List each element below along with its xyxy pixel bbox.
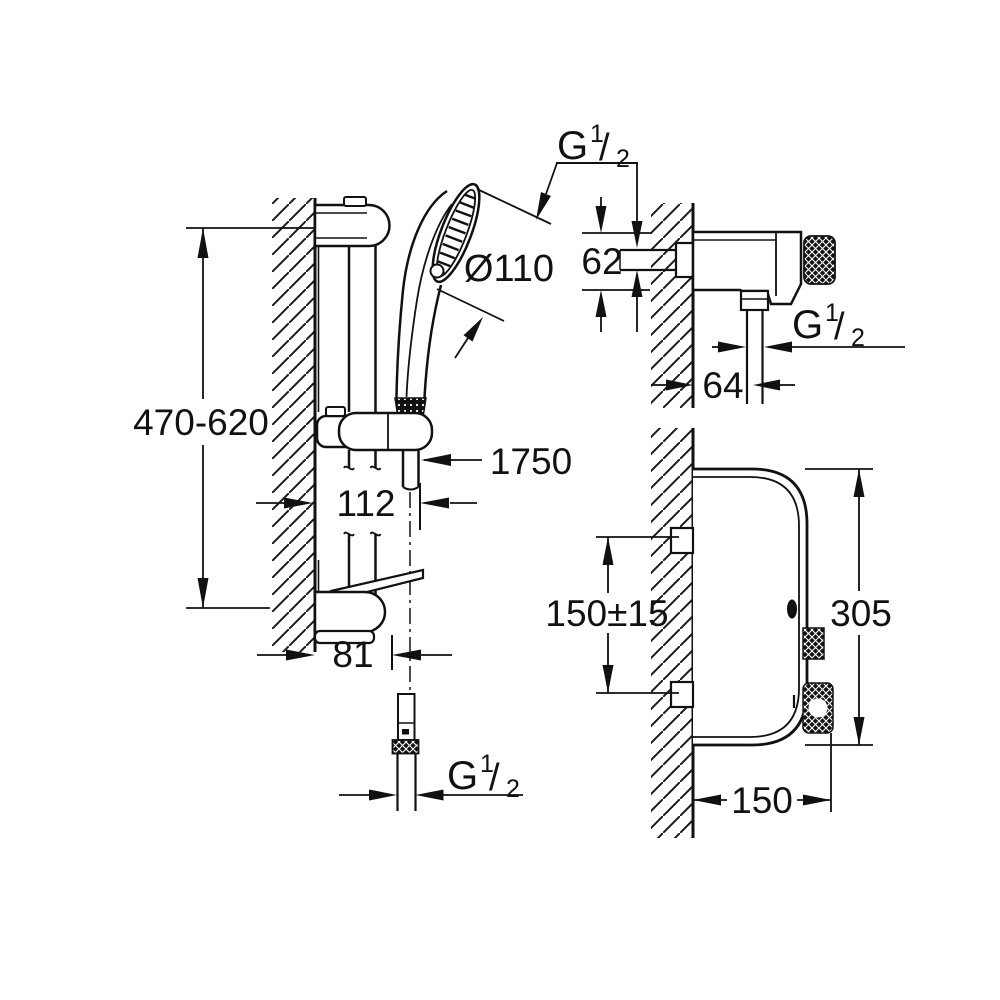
- dim-hose-wall-offset: 64: [651, 365, 795, 406]
- dim-inlet-spacing: 150±15: [545, 536, 679, 694]
- thermostat-side-view: [651, 428, 834, 838]
- dim-rail-height-label: 470-620: [133, 402, 269, 443]
- hand-shower: [394, 182, 481, 415]
- dim-inlet-thread-arrows: [631, 163, 643, 332]
- hose-end-connector: [391, 693, 420, 811]
- shower-holder: [315, 406, 434, 452]
- dim-foot-offset: 81: [257, 634, 452, 675]
- control-button: [787, 599, 797, 619]
- thread-denominator: 2: [616, 145, 630, 173]
- wall-hatching: [651, 203, 693, 408]
- wall-mount: [669, 680, 695, 709]
- shower-hose-stub: [401, 450, 420, 491]
- shower-rail-view: [272, 182, 481, 811]
- dim-head-diameter-label: Ø110: [464, 248, 554, 290]
- dim-valve-height-label: 62: [581, 241, 622, 282]
- wall-mount: [669, 526, 695, 555]
- temperature-knob: [803, 235, 836, 285]
- dim-foot-offset-label: 81: [332, 634, 373, 675]
- hand-shower-handle: [395, 189, 448, 399]
- valve-view-dimensions: 62 G 1 / 2 64: [581, 163, 905, 406]
- knurled-nut: [391, 739, 420, 755]
- thread-denominator: 2: [506, 775, 520, 803]
- thread-slash: /: [489, 757, 500, 799]
- dim-body-height-label: 305: [830, 593, 892, 634]
- dim-body-depth: 150: [693, 733, 832, 821]
- dim-body-height: 305: [805, 468, 892, 746]
- left-view-dimensions: 470-620 1750 112 81: [133, 120, 638, 803]
- thermostat-body: [669, 467, 834, 747]
- wall-hatching: [272, 198, 315, 652]
- spray-face-pivot: [429, 263, 445, 279]
- dim-hose-length-label: 1750: [490, 441, 572, 482]
- valve-side-view: [619, 203, 836, 408]
- valve-body: [691, 230, 836, 306]
- supply-pipe: [619, 241, 695, 279]
- wall-hatching: [651, 428, 693, 838]
- thread-label-top: G 1 / 2: [536, 120, 638, 220]
- thread-slash: /: [599, 127, 610, 169]
- thread-g: G: [557, 124, 588, 168]
- dim-hose-length: 1750: [421, 441, 572, 482]
- dim-head-diameter: Ø110: [436, 188, 554, 359]
- thread-g: G: [792, 303, 823, 347]
- dim-hose-wall-offset-label: 64: [702, 365, 743, 406]
- thread-g: G: [447, 754, 478, 798]
- shower-rail-tube: [317, 246, 382, 594]
- thread-slash: /: [834, 306, 845, 348]
- rail-foot-bracket: [313, 568, 425, 645]
- dim-outlet-thread: G 1 / 2: [712, 299, 905, 353]
- thread-denominator: 2: [851, 324, 865, 352]
- dim-body-depth-label: 150: [731, 780, 793, 821]
- thread-numerator: 1: [480, 750, 494, 778]
- handle-grip-texture: [394, 397, 427, 415]
- dim-valve-height: 62: [581, 197, 652, 332]
- dim-slider-offset-label: 112: [337, 483, 396, 524]
- thread-numerator: 1: [825, 299, 839, 327]
- dim-hose-thread: G 1 / 2: [339, 750, 523, 803]
- thread-numerator: 1: [590, 120, 604, 148]
- hose-connection: [739, 289, 770, 404]
- volume-knob: [802, 627, 825, 660]
- rail-top-bracket: [313, 196, 391, 248]
- thermostat-view-dimensions: 305 150±15 150: [545, 468, 892, 821]
- dim-inlet-spacing-label: 150±15: [545, 593, 668, 634]
- dim-rail-height: 470-620: [133, 227, 314, 609]
- dim-slider-offset: 112: [256, 483, 477, 530]
